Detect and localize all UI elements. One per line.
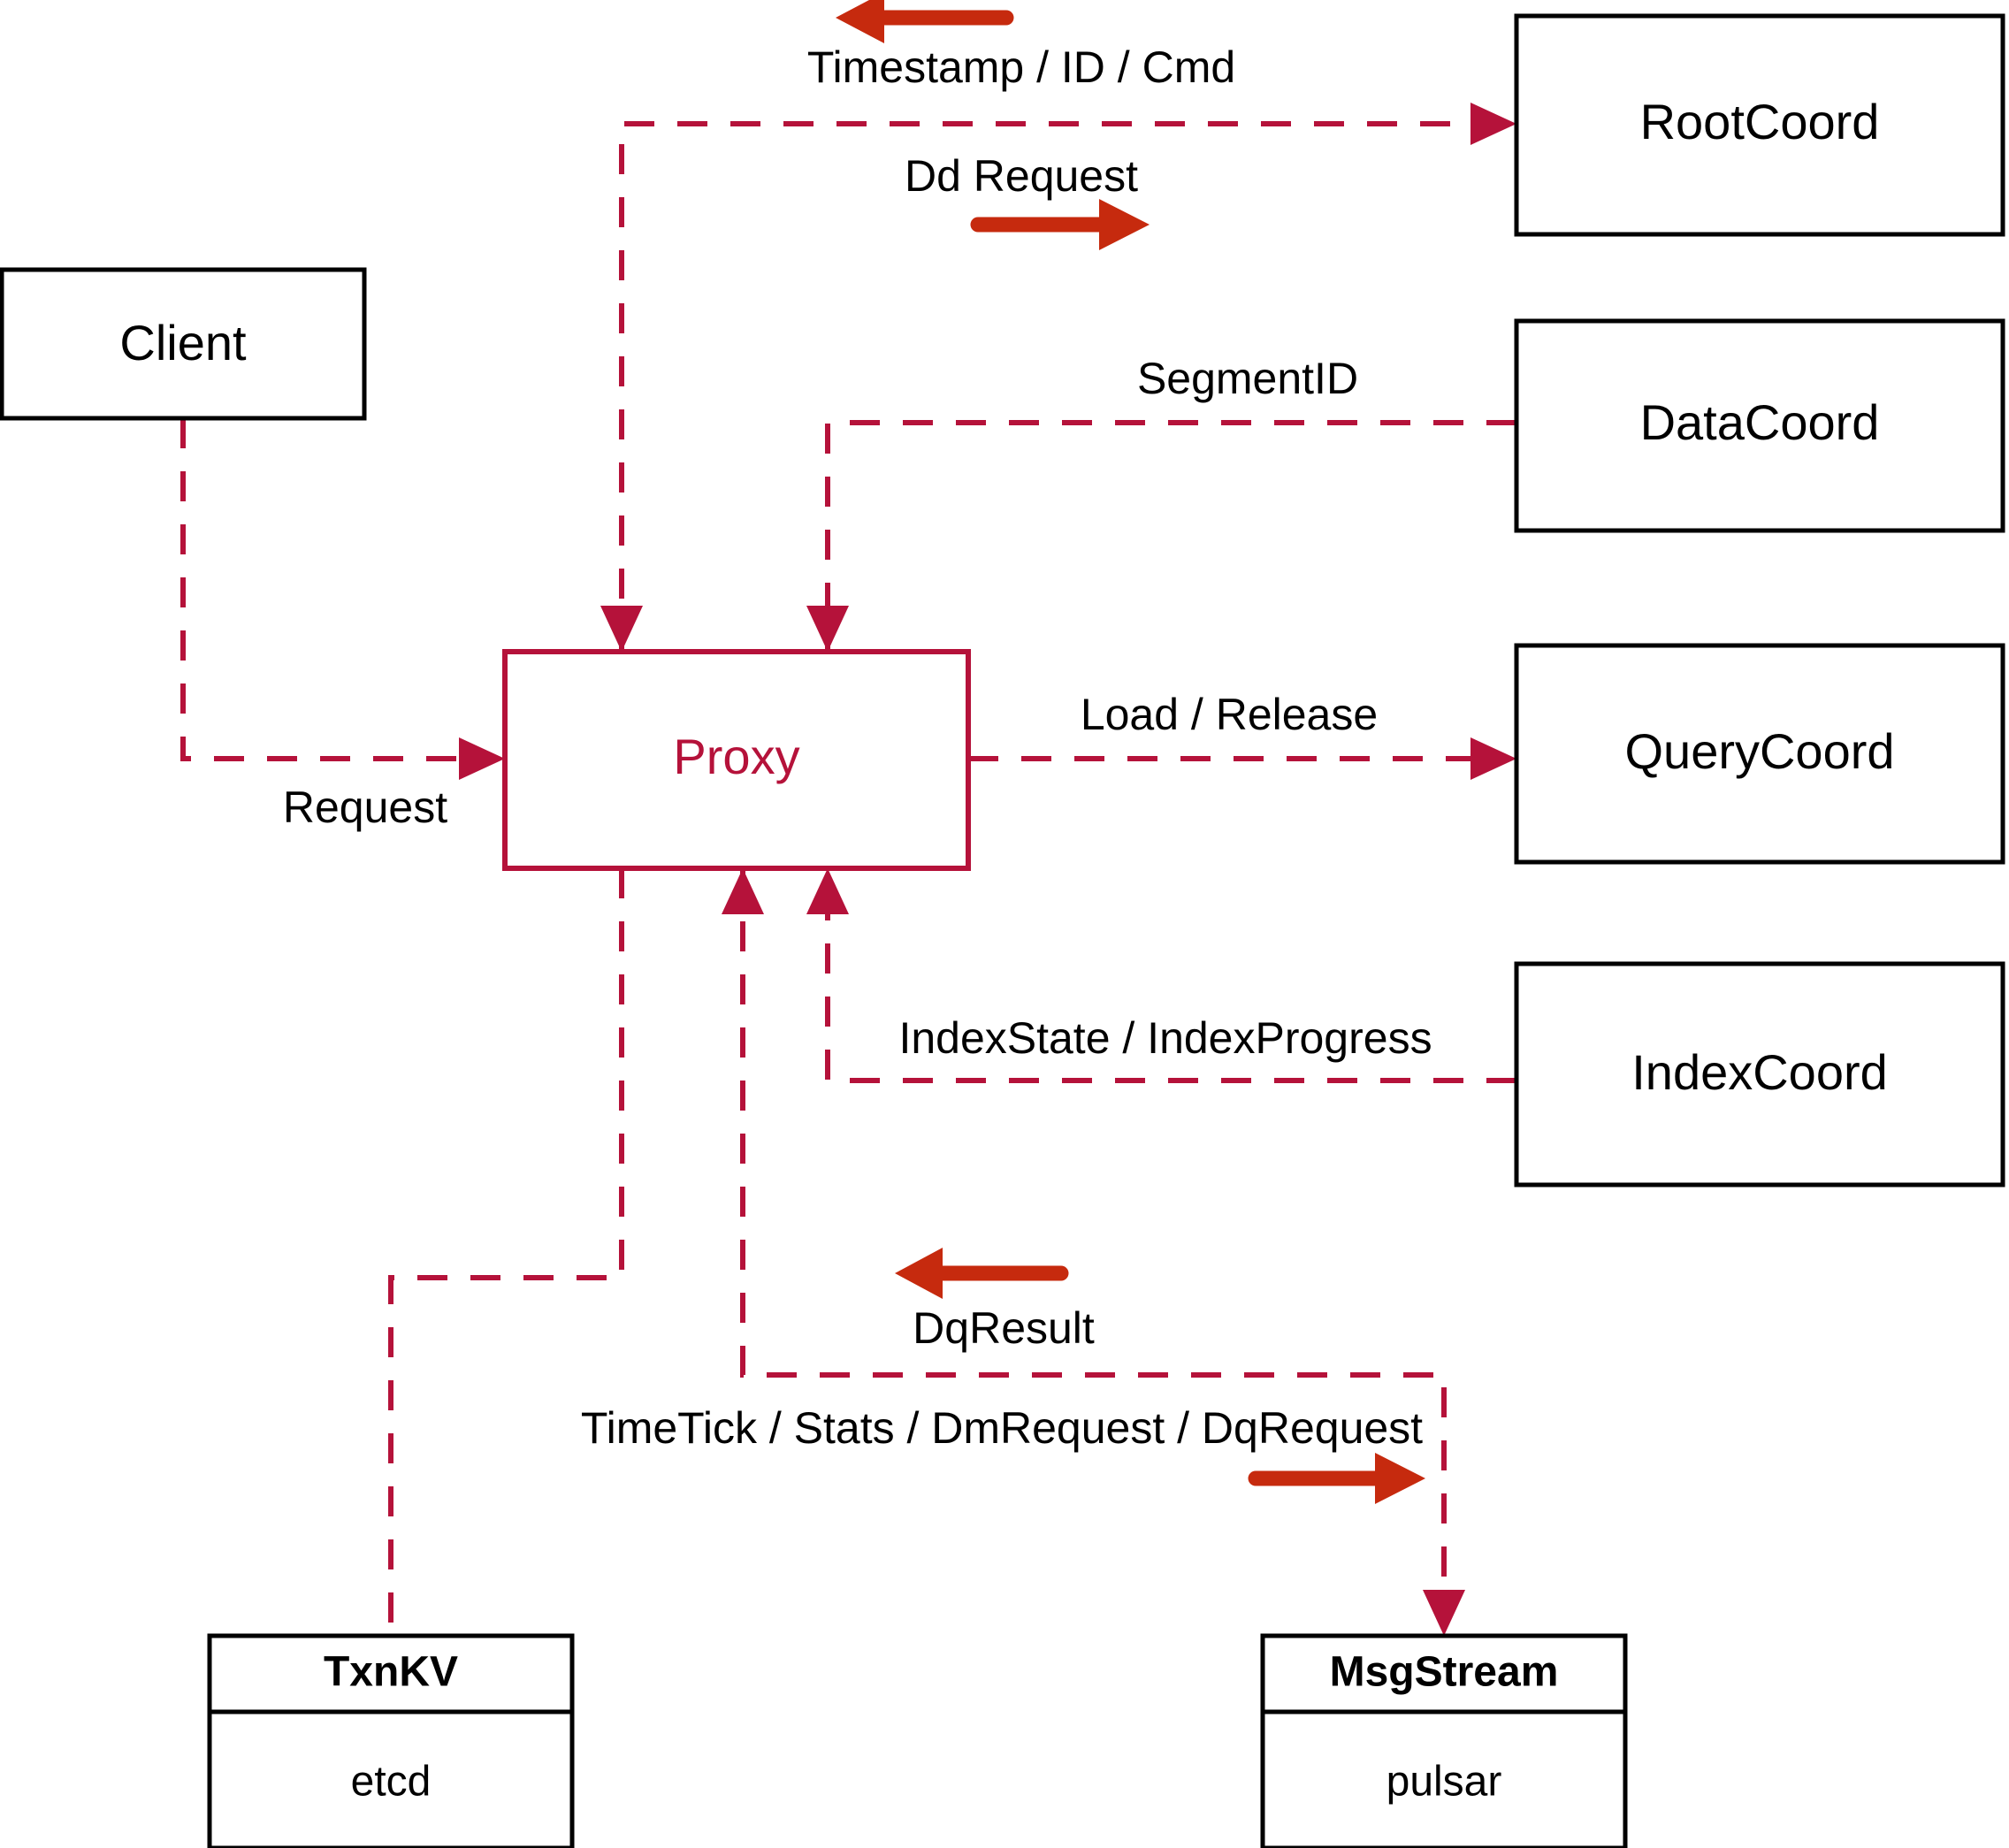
edge-proxy-msgstream-path <box>740 868 1447 1623</box>
node-proxy-box[interactable] <box>502 649 971 871</box>
dq-result-flow-arrow <box>895 1248 1069 1299</box>
arrowhead-into-rootcoord <box>1470 103 1516 145</box>
node-proxy[interactable]: Proxy <box>502 649 971 871</box>
dq-request-flow-arrow <box>1248 1453 1425 1504</box>
arrowhead-into-proxy-from-datacoord <box>806 606 849 652</box>
node-datacoord[interactable]: DataCoord <box>1514 318 2005 533</box>
edge-label-index-state-progress: IndexState / IndexProgress <box>898 1013 1432 1063</box>
edge-proxy-querycoord <box>968 737 1516 780</box>
node-msgstream-subtitle: pulsar <box>1386 1759 1502 1806</box>
node-indexcoord[interactable]: IndexCoord <box>1514 961 2005 1187</box>
edge-proxy-txnkv-path <box>388 868 624 1636</box>
edge-label-dd-request: Dd Request <box>905 151 1138 201</box>
arrowhead-into-proxy-from-client <box>459 737 505 780</box>
node-datacoord-label: DataCoord <box>1640 394 1880 450</box>
node-client-label: Client <box>119 315 247 370</box>
node-querycoord-box[interactable] <box>1514 643 2005 865</box>
edge-proxy-rootcoord-path <box>619 121 1503 652</box>
arrowhead-into-proxy-from-rootcoord <box>600 606 643 652</box>
node-querycoord-label: QueryCoord <box>1624 723 1894 779</box>
node-indexcoord-label: IndexCoord <box>1631 1044 1888 1100</box>
edge-label-segment-id: SegmentID <box>1137 354 1358 403</box>
node-msgstream-box[interactable] <box>1260 1633 1628 1848</box>
edge-client-proxy-path <box>180 418 492 761</box>
node-txnkv[interactable]: TxnKV etcd <box>207 1633 575 1848</box>
edge-proxy-txnkv <box>388 868 624 1636</box>
node-msgstream-title: MsgStream <box>1330 1649 1559 1696</box>
edge-datacoord-proxy-path <box>825 420 1516 652</box>
arrowhead-into-proxy-from-msgstream <box>722 868 764 914</box>
edge-indexcoord-proxy-path <box>825 868 1516 1083</box>
node-txnkv-title: TxnKV <box>324 1649 458 1696</box>
timestamp-flow-arrow-head <box>836 0 884 43</box>
node-indexcoord-box[interactable] <box>1514 961 2005 1187</box>
node-querycoord[interactable]: QueryCoord <box>1514 643 2005 865</box>
edge-datacoord-proxy <box>806 420 1516 652</box>
node-datacoord-box[interactable] <box>1514 318 2005 533</box>
node-rootcoord[interactable]: RootCoord <box>1514 13 2005 237</box>
edge-indexcoord-proxy <box>806 868 1516 1083</box>
arrowhead-into-querycoord <box>1470 737 1516 780</box>
dq-request-flow-arrow-head <box>1375 1453 1425 1504</box>
node-client-box[interactable] <box>0 267 367 421</box>
edge-label-timetick-stats: TimeTick / Stats / DmRequest / DqRequest <box>581 1403 1423 1453</box>
node-rootcoord-box[interactable] <box>1514 13 2005 237</box>
node-txnkv-subtitle: etcd <box>351 1759 432 1806</box>
edge-proxy-rootcoord <box>600 103 1516 652</box>
edge-client-proxy <box>180 418 505 780</box>
arrowhead-into-proxy-from-indexcoord <box>806 868 849 914</box>
dd-request-flow-arrow <box>970 199 1150 250</box>
edge-proxy-msgstream <box>722 868 1465 1636</box>
node-rootcoord-label: RootCoord <box>1640 94 1880 149</box>
node-msgstream[interactable]: MsgStream pulsar <box>1260 1633 1628 1848</box>
dq-result-flow-arrow-head <box>895 1248 943 1299</box>
node-proxy-label: Proxy <box>673 729 799 784</box>
dd-request-flow-arrow-head <box>1099 199 1150 250</box>
edge-label-load-release: Load / Release <box>1081 690 1378 739</box>
edge-label-request: Request <box>283 783 447 832</box>
node-client[interactable]: Client <box>0 267 367 421</box>
edge-label-dq-result: DqResult <box>913 1303 1095 1353</box>
edge-label-timestamp-id-cmd: Timestamp / ID / Cmd <box>807 42 1235 92</box>
timestamp-flow-arrow <box>836 0 1014 43</box>
arrowhead-into-msgstream <box>1423 1590 1465 1636</box>
node-txnkv-box[interactable] <box>207 1633 575 1848</box>
